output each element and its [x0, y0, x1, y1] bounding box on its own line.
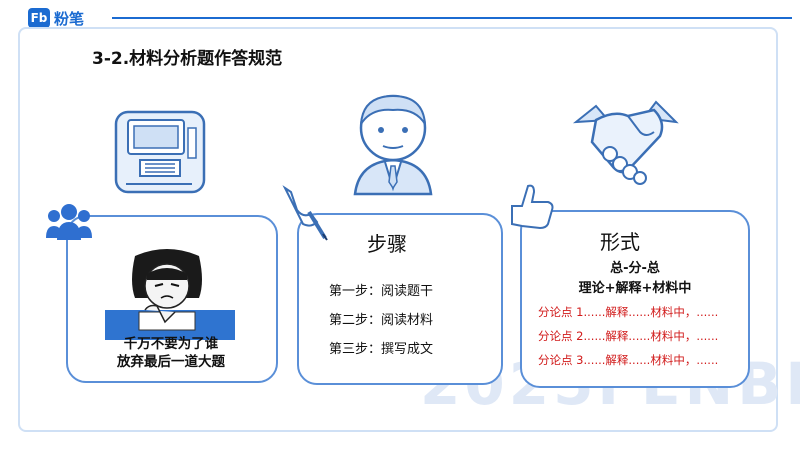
steps-list: 第一步：阅读题干 第二步：阅读材料 第三步：撰写成文	[329, 280, 433, 367]
header-divider	[112, 17, 792, 19]
studying-meme-image	[105, 249, 235, 340]
format-line-1: 总-分-总	[610, 261, 660, 276]
format-structure: 总-分-总 理论+解释+材料中	[520, 259, 750, 299]
handshake-icon	[572, 100, 679, 185]
brand-logo: Fb 粉笔	[28, 7, 84, 29]
group-icon	[46, 204, 92, 240]
caption-line-2: 放弃最后一道大题	[117, 354, 225, 370]
format-heading: 形式	[600, 230, 640, 254]
brand-mark: Fb	[28, 8, 50, 28]
step-item-2: 第二步：阅读材料	[329, 313, 434, 328]
step-item-1: 第一步：阅读题干	[329, 284, 434, 299]
motivation-caption: 千万不要为了谁 放弃最后一道大题	[96, 335, 246, 371]
sub-argument-3: 分论点 3......解释......材料中，......	[538, 353, 719, 367]
pen-hand-icon	[282, 185, 328, 241]
caption-line-1: 千万不要为了谁	[123, 336, 219, 352]
steps-card	[297, 213, 503, 385]
steps-heading: 步骤	[367, 232, 407, 256]
sub-argument-2: 分论点 2......解释......材料中，......	[538, 329, 719, 343]
slide-title: 3-2.材料分析题作答规范	[92, 49, 283, 69]
format-line-2: 理论+解释+材料中	[578, 281, 692, 296]
atm-icon	[114, 110, 206, 194]
thumbs-up-icon	[511, 184, 554, 230]
sub-argument-list: 分论点 1......解释......材料中，...... 分论点 2.....…	[538, 304, 718, 376]
format-card	[520, 210, 750, 388]
step-item-3: 第三步：撰写成文	[329, 342, 434, 357]
brand-name: 粉笔	[54, 9, 85, 28]
businessman-icon	[353, 94, 433, 196]
sub-argument-1: 分论点 1......解释......材料中，......	[538, 305, 719, 319]
